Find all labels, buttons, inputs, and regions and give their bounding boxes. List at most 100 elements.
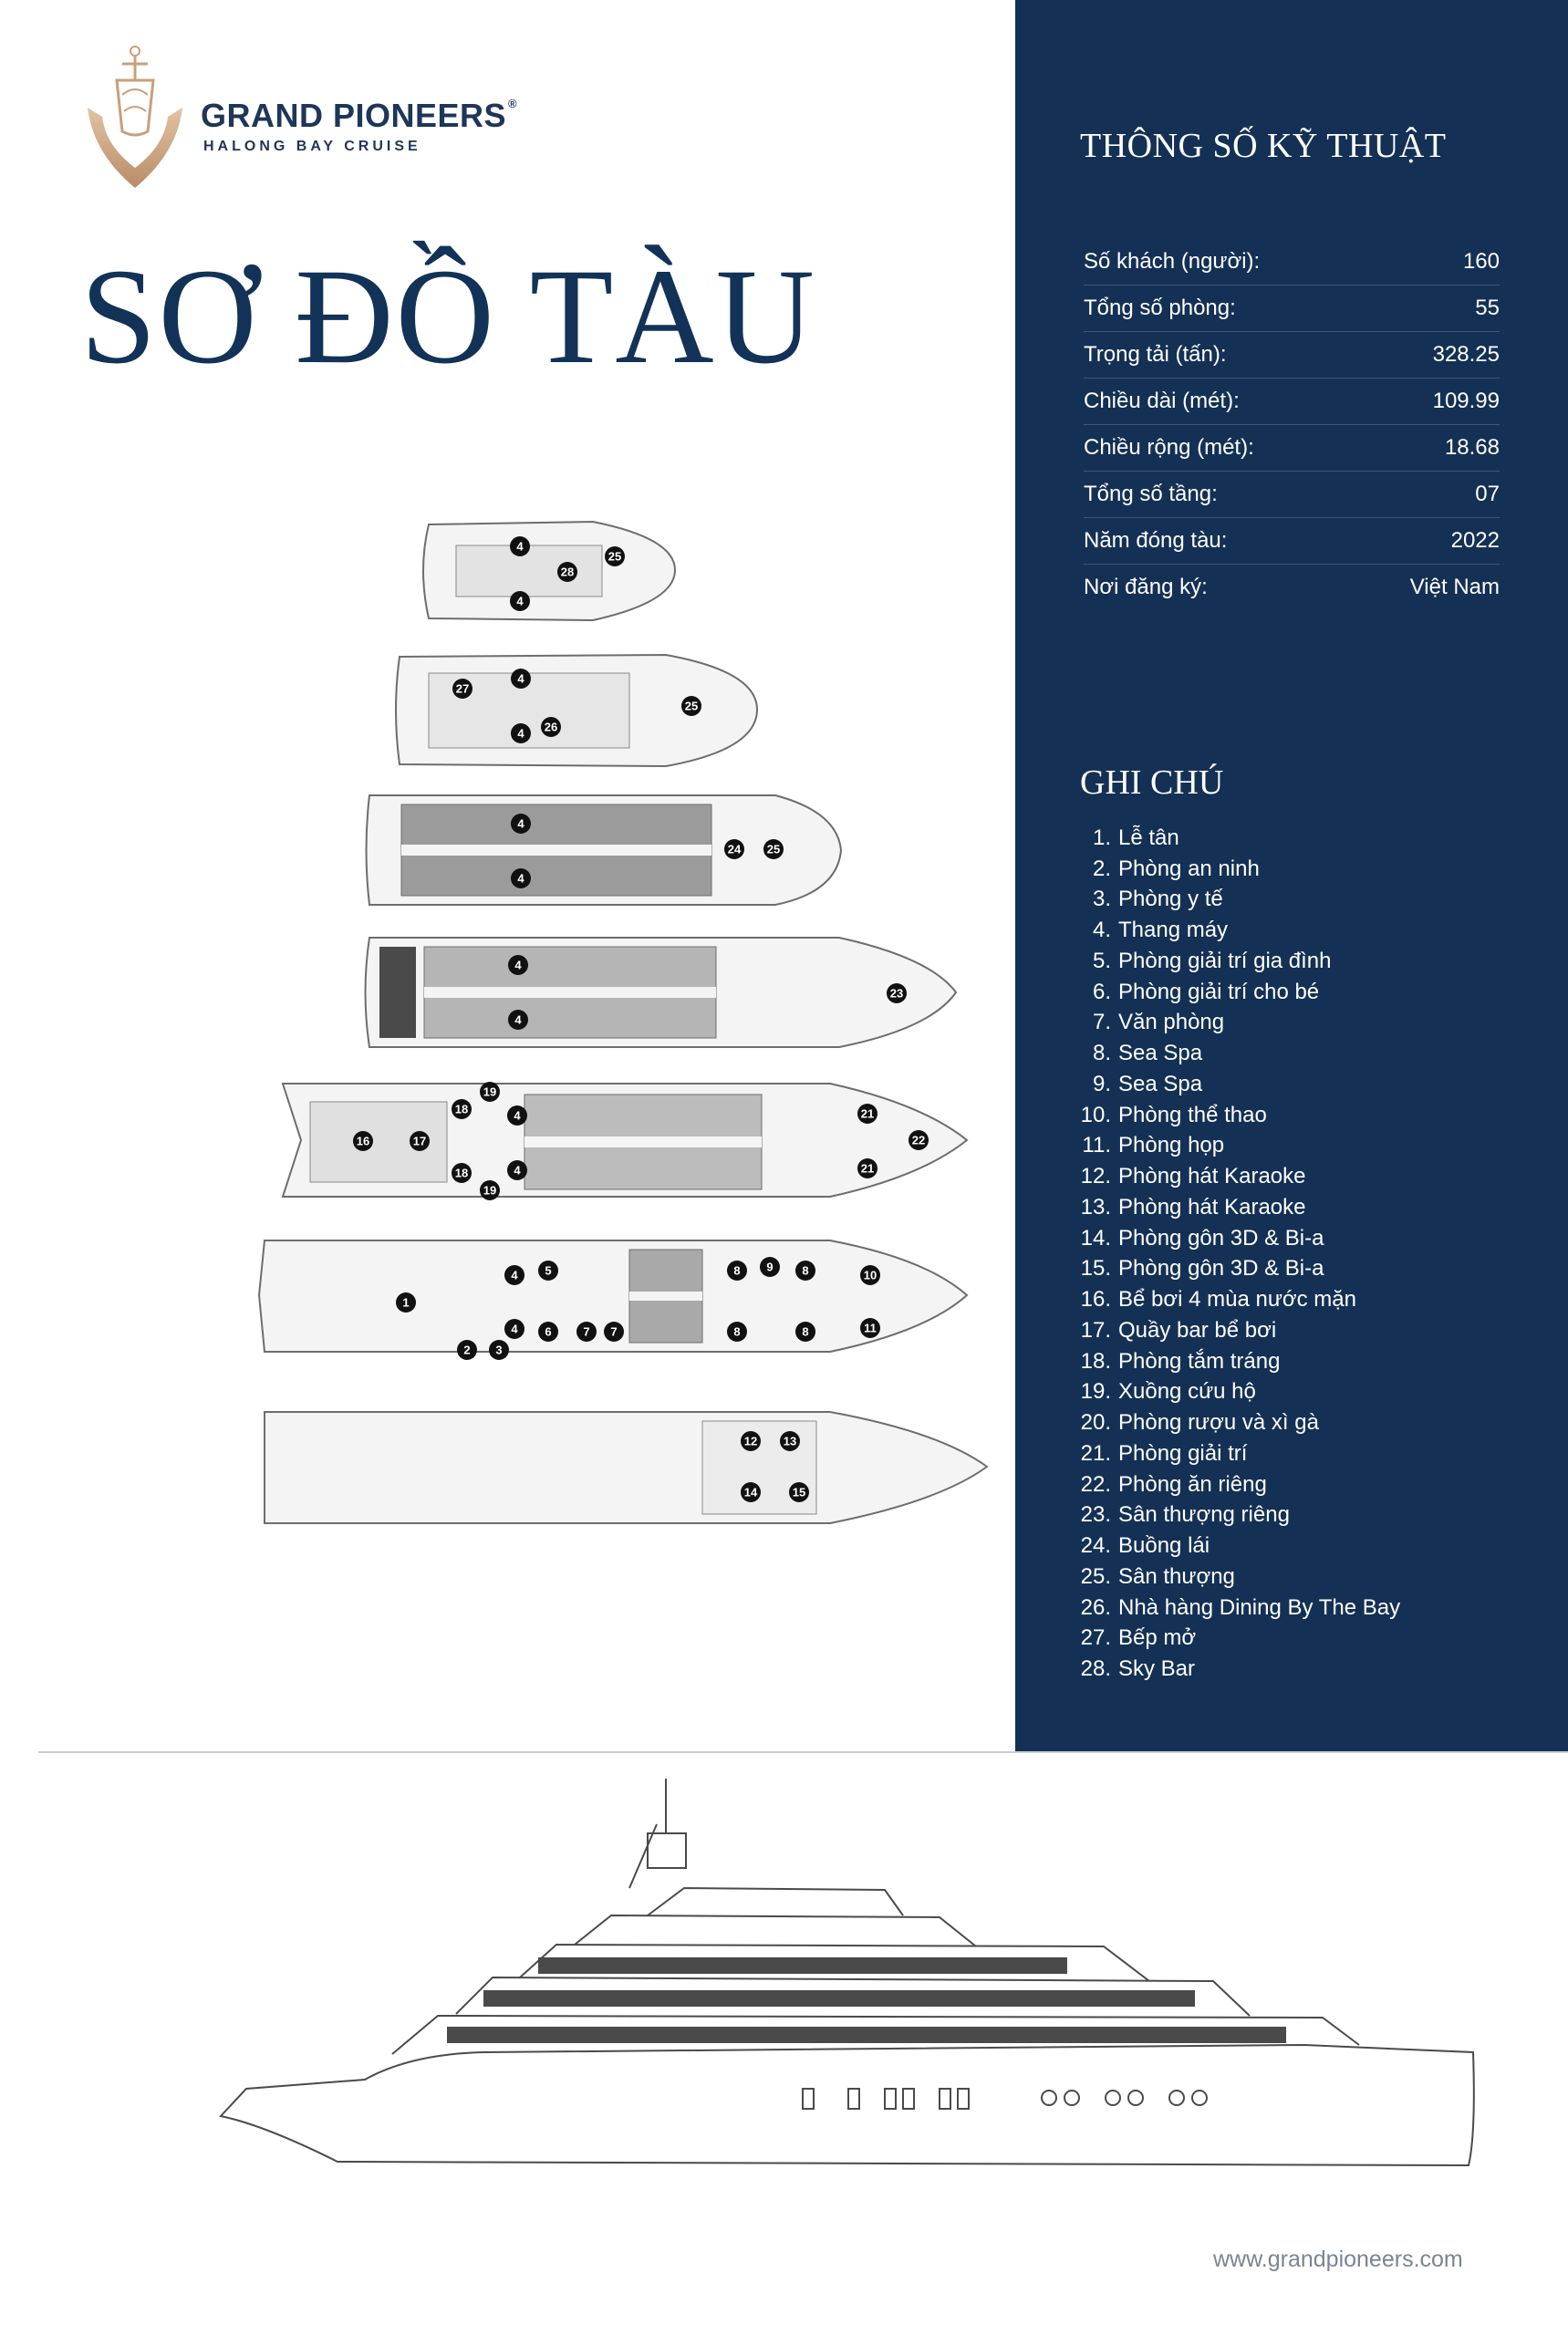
svg-text:4: 4 xyxy=(517,672,524,686)
svg-text:1: 1 xyxy=(402,1296,409,1310)
spec-row: Nơi đăng ký:Việt Nam xyxy=(1084,575,1500,599)
svg-text:4: 4 xyxy=(517,872,524,886)
svg-text:23: 23 xyxy=(890,987,903,1001)
deck-2-outline xyxy=(257,1240,969,1353)
svg-text:2: 2 xyxy=(463,1344,470,1357)
spec-list: Số khách (người):160 Tổng số phòng:55 Tr… xyxy=(1084,239,1500,610)
svg-text:10: 10 xyxy=(864,1269,877,1282)
list-item: 11.Phòng họp xyxy=(1082,1133,1225,1158)
svg-text:13: 13 xyxy=(784,1435,796,1448)
list-item: 14.Phòng gôn 3D & Bi-a xyxy=(1080,1225,1324,1251)
svg-text:12: 12 xyxy=(744,1435,757,1448)
svg-text:24: 24 xyxy=(728,843,742,856)
svg-text:8: 8 xyxy=(733,1325,740,1339)
brand-logo xyxy=(88,46,182,188)
svg-text:8: 8 xyxy=(733,1264,740,1278)
svg-text:4: 4 xyxy=(514,959,522,972)
spec-row: Tổng số tầng:07 xyxy=(1084,472,1500,518)
svg-text:4: 4 xyxy=(514,1013,522,1027)
page-title: SƠ ĐỒ TÀU xyxy=(80,241,816,392)
svg-text:9: 9 xyxy=(766,1261,773,1274)
spec-panel xyxy=(1015,0,1568,1751)
brand-name: GRAND PIONEERS® xyxy=(201,97,518,134)
list-item: 4.Thang máy xyxy=(1092,918,1229,943)
list-item: 3.Phòng y tế xyxy=(1092,887,1223,912)
svg-text:3: 3 xyxy=(495,1344,502,1357)
deck-3-markers: 19 18 4 16 17 21 22 21 18 4 19 xyxy=(353,1082,929,1200)
svg-text:7: 7 xyxy=(583,1325,589,1339)
svg-text:26: 26 xyxy=(545,721,557,734)
svg-text:11: 11 xyxy=(864,1322,877,1335)
deck-plans: 4 28 25 4 27 4 25 26 4 4 24 25 4 4 23 4 … xyxy=(257,520,989,1524)
list-item: 8.Sea Spa xyxy=(1092,1041,1203,1066)
svg-text:7: 7 xyxy=(610,1325,617,1339)
spec-row: Chiều dài (mét):109.99 xyxy=(1084,379,1500,425)
list-item: 22.Phòng ăn riêng xyxy=(1080,1471,1267,1497)
list-item: 10.Phòng thể thao xyxy=(1080,1102,1267,1127)
spec-row: Trọng tải (tấn):328.25 xyxy=(1084,332,1500,379)
list-item: 5.Phòng giải trí gia đình xyxy=(1092,948,1332,973)
svg-text:4: 4 xyxy=(514,1164,521,1178)
spec-row: Chiều rộng (mét):18.68 xyxy=(1084,425,1500,472)
list-item: 19.Xuồng cứu hộ xyxy=(1080,1379,1256,1405)
svg-text:4: 4 xyxy=(516,540,524,554)
svg-text:4: 4 xyxy=(517,817,524,831)
list-item: 24.Buồng lái xyxy=(1080,1533,1210,1559)
deck-2-markers: 4 5 8 9 8 10 1 4 6 7 7 8 8 11 2 3 xyxy=(396,1257,880,1360)
svg-text:4: 4 xyxy=(511,1269,518,1282)
list-item: 26.Nhà hàng Dining By The Bay xyxy=(1080,1594,1401,1620)
list-item: 15.Phòng gôn 3D & Bi-a xyxy=(1080,1256,1324,1282)
svg-text:18: 18 xyxy=(455,1167,468,1180)
list-item: 27.Bếp mở xyxy=(1080,1625,1197,1651)
svg-text:21: 21 xyxy=(861,1107,874,1121)
list-item: 2.Phòng an ninh xyxy=(1092,856,1260,881)
svg-text:17: 17 xyxy=(413,1135,426,1148)
list-item: 17.Quầy bar bể bơi xyxy=(1080,1317,1277,1343)
list-item: 12.Phòng hát Karaoke xyxy=(1080,1164,1306,1189)
list-item: 25.Sân thượng xyxy=(1080,1563,1235,1589)
svg-text:8: 8 xyxy=(802,1325,808,1339)
spec-title: THÔNG SỐ KỸ THUẬT xyxy=(1080,127,1447,165)
svg-text:25: 25 xyxy=(608,550,621,564)
list-item: 16.Bể bơi 4 mùa nước mặn xyxy=(1080,1287,1356,1313)
list-item: 6.Phòng giải trí cho bé xyxy=(1092,979,1320,1004)
deck-6-markers: 27 4 25 26 4 xyxy=(452,669,701,743)
svg-text:19: 19 xyxy=(483,1184,496,1198)
list-item: 20.Phòng rượu và xì gà xyxy=(1080,1410,1319,1436)
deck-1-outline xyxy=(264,1411,989,1524)
svg-text:16: 16 xyxy=(357,1135,369,1148)
list-item: 13.Phòng hát Karaoke xyxy=(1080,1194,1306,1219)
svg-text:6: 6 xyxy=(545,1325,551,1339)
brand-tagline: HALONG BAY CRUISE xyxy=(203,139,421,154)
ship-profile-drawing xyxy=(219,1779,1475,2167)
svg-text:21: 21 xyxy=(861,1162,874,1176)
svg-text:25: 25 xyxy=(685,700,698,713)
spec-row: Năm đóng tàu:2022 xyxy=(1084,518,1500,565)
svg-text:14: 14 xyxy=(744,1486,758,1500)
list-item: 23.Sân thượng riêng xyxy=(1080,1502,1290,1528)
list-item: 18.Phòng tắm tráng xyxy=(1080,1348,1281,1374)
svg-text:15: 15 xyxy=(793,1486,805,1500)
svg-text:4: 4 xyxy=(517,727,524,741)
list-item: 7.Văn phòng xyxy=(1092,1010,1225,1035)
spec-row: Tổng số phòng:55 xyxy=(1084,285,1500,332)
plan-markers: 4 28 25 4 27 4 25 26 4 4 24 25 4 4 23 4 … xyxy=(353,536,929,1502)
deck-7-markers: 4 28 25 4 xyxy=(510,536,625,611)
notes-title: GHI CHÚ xyxy=(1080,763,1224,802)
svg-text:5: 5 xyxy=(545,1264,551,1278)
list-item: 9.Sea Spa xyxy=(1092,1071,1203,1096)
list-item: 21.Phòng giải trí xyxy=(1080,1440,1248,1466)
svg-text:19: 19 xyxy=(483,1085,496,1099)
divider xyxy=(38,1751,1568,1753)
deck-5-markers: 4 24 25 4 xyxy=(511,814,784,888)
list-item: 28.Sky Bar xyxy=(1080,1656,1196,1682)
svg-text:27: 27 xyxy=(456,682,469,696)
list-item: 1.Lễ tân xyxy=(1092,825,1179,850)
deck-1-markers: 12 13 14 15 xyxy=(741,1431,809,1502)
website-url[interactable]: www.grandpioneers.com xyxy=(1213,2247,1463,2272)
deck-4-markers: 4 23 4 xyxy=(508,955,907,1030)
svg-text:25: 25 xyxy=(767,843,780,856)
anchor-icon xyxy=(88,46,182,188)
svg-text:4: 4 xyxy=(516,595,524,608)
svg-text:4: 4 xyxy=(514,1109,521,1123)
